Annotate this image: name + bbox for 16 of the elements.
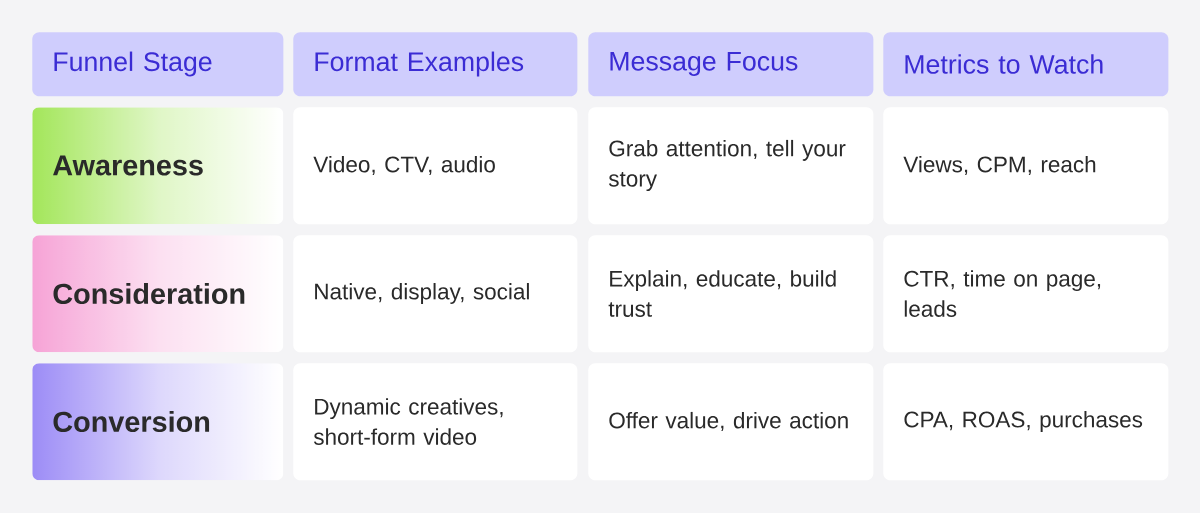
table-cell: Explain, educate, build trust <box>588 235 874 353</box>
header-cell: Format Examples <box>293 32 578 97</box>
table-cell: Offer value, drive action <box>588 363 874 481</box>
table-cell: Video, CTV, audio <box>293 107 578 225</box>
stage-cell: Conversion <box>53 410 210 433</box>
header-cell: Funnel Stage <box>32 32 284 97</box>
header-cell: Message Focus <box>588 32 874 97</box>
table-cell: Dynamic creatives, short-form video <box>293 363 578 481</box>
table-cell: CTR, time on page, leads <box>883 235 1169 353</box>
header-cell: Metrics to Watch <box>883 32 1169 97</box>
table-cell: Native, display, social <box>293 235 578 353</box>
stage-cell: Consideration <box>53 282 245 305</box>
stage-cell: Awareness <box>53 155 203 176</box>
table-cell: CPA, ROAS, purchases <box>883 363 1169 481</box>
table-cell: Views, CPM, reach <box>883 107 1169 225</box>
table-cell: Grab attention, tell your story <box>588 107 874 225</box>
